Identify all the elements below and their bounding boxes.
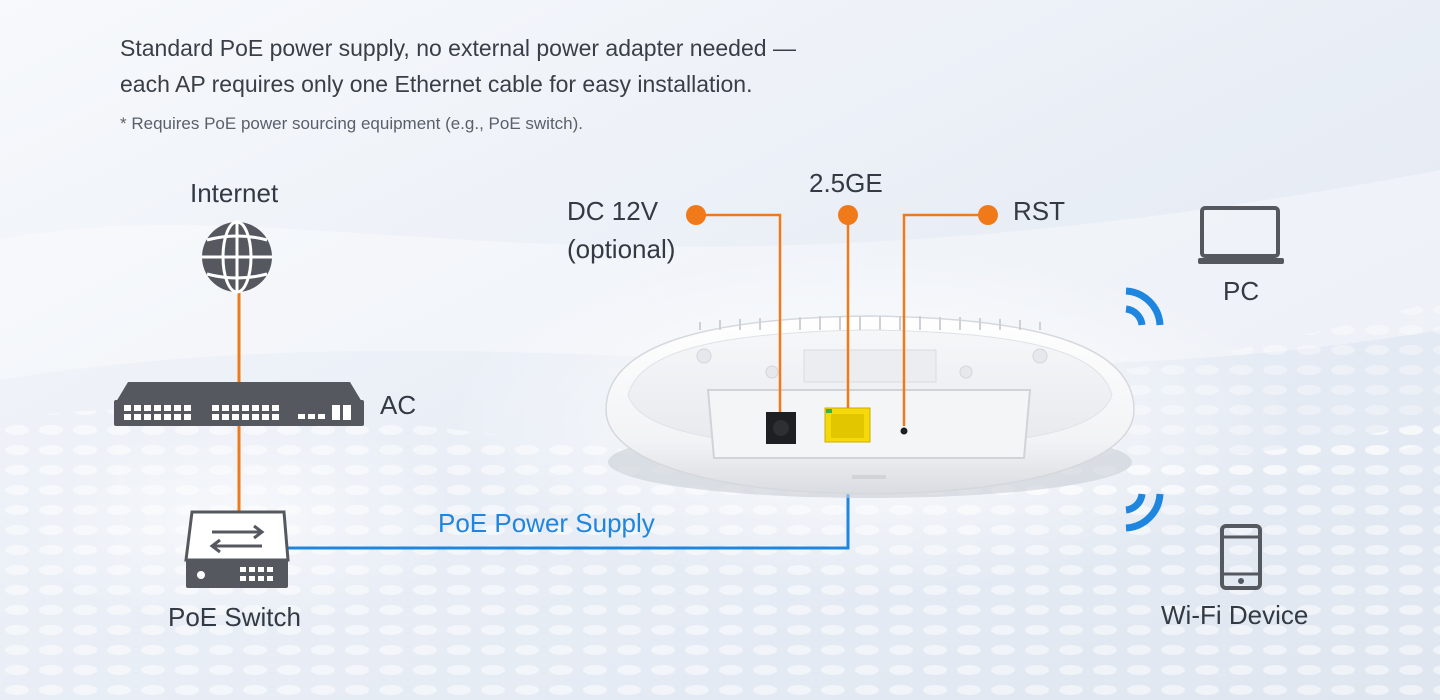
dc-power-jack	[766, 412, 796, 444]
ethernet-port	[824, 407, 871, 443]
rst-callout	[902, 205, 998, 426]
lan-callout	[838, 205, 858, 408]
headline: Standard PoE power supply, no external p…	[120, 30, 796, 102]
wifi-device-label: Wi-Fi Device	[1161, 600, 1309, 630]
dc-optional-label: (optional)	[567, 234, 676, 264]
poe-switch-icon	[184, 510, 290, 588]
dc-port-label: DC 12V	[567, 196, 659, 226]
dc-callout	[686, 205, 782, 412]
laptop-icon	[1198, 206, 1284, 264]
reset-button	[900, 427, 908, 435]
access-point-device	[605, 315, 1135, 498]
ac-label: AC	[380, 390, 417, 420]
rst-label: RST	[1013, 196, 1065, 226]
internet-label: Internet	[190, 178, 279, 208]
wifi-signal-icon-lower	[1125, 493, 1164, 532]
phone-icon	[1220, 524, 1262, 590]
wifi-signal-icon	[1125, 287, 1164, 326]
footnote: * Requires PoE power sourcing equipment …	[120, 114, 584, 133]
headline-line-1: Standard PoE power supply, no external p…	[120, 35, 796, 61]
poe-switch-label: PoE Switch	[168, 602, 301, 632]
lan-port-label: 2.5GE	[809, 168, 883, 198]
poe-power-supply-label: PoE Power Supply	[438, 508, 655, 538]
globe-icon	[202, 220, 272, 294]
ac-controller-icon	[114, 382, 364, 426]
pc-label: PC	[1223, 276, 1260, 306]
headline-line-2: each AP requires only one Ethernet cable…	[120, 71, 753, 97]
